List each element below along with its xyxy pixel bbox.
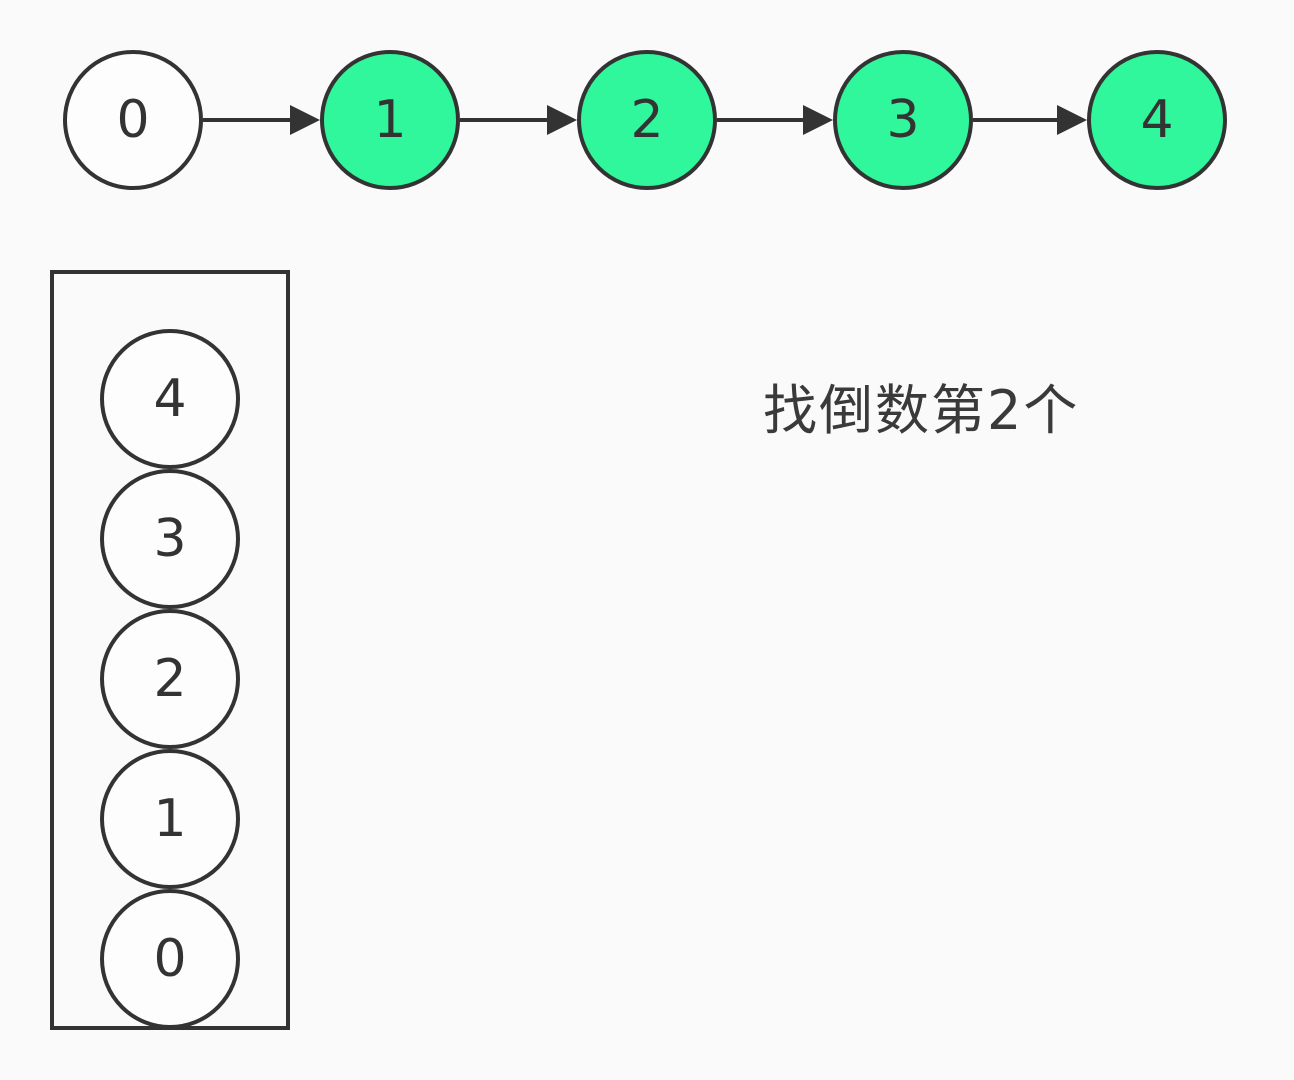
linked-list-node-2-label: 2 [630,90,664,150]
arrow-icon-2-3 [717,105,833,135]
linked-list-node-0: 0 [63,50,203,190]
linked-list-node-0-label: 0 [116,90,150,150]
stack-item-0: 4 [100,329,240,469]
linked-list-node-4-label: 4 [1140,90,1174,150]
arrow-line [460,118,553,122]
arrow-icon-3-4 [973,105,1087,135]
arrow-line [973,118,1063,122]
arrow-line [717,118,809,122]
stack-item-1: 3 [100,469,240,609]
arrow-icon-1-2 [460,105,577,135]
arrow-head [1057,105,1087,135]
arrow-head [290,105,320,135]
linked-list-node-3-label: 3 [886,90,920,150]
annotation-text: 找倒数第2个 [763,379,1080,442]
linked-list-node-3: 3 [833,50,973,190]
arrow-head [547,105,577,135]
stack-item-1-label: 3 [153,509,187,569]
stack-item-4: 0 [100,889,240,1029]
arrow-head [803,105,833,135]
arrow-line [203,118,296,122]
arrow-icon-0-1 [203,105,320,135]
stack-item-2-label: 2 [153,649,187,709]
linked-list-node-2: 2 [577,50,717,190]
stack-item-0-label: 4 [153,369,187,429]
linked-list-node-1-label: 1 [373,90,407,150]
linked-list-node-4: 4 [1087,50,1227,190]
stack-item-3: 1 [100,749,240,889]
stack-item-2: 2 [100,609,240,749]
stack-item-3-label: 1 [153,789,187,849]
linked-list-node-1: 1 [320,50,460,190]
stack-item-4-label: 0 [153,929,187,989]
